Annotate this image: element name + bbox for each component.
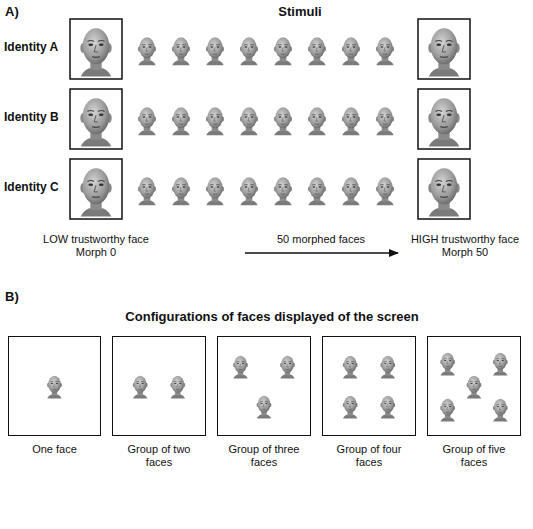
face-frame <box>70 89 122 149</box>
face-image <box>47 376 62 399</box>
face-image <box>274 37 292 65</box>
face-image <box>133 376 148 399</box>
face-image <box>274 177 292 205</box>
face-image <box>280 356 295 379</box>
face-frame <box>418 19 470 79</box>
face-image <box>380 356 395 379</box>
box-caption: Group of three faces <box>221 443 307 469</box>
axis-label: LOW trustworthy face <box>43 233 149 246</box>
face-frame <box>70 159 122 219</box>
box-caption: One face <box>12 443 98 456</box>
face-image <box>274 107 292 135</box>
face-image <box>343 396 358 419</box>
face-image <box>138 37 156 65</box>
face-image <box>376 37 394 65</box>
face-image <box>240 177 258 205</box>
face-image <box>308 177 326 205</box>
face-group <box>47 19 508 422</box>
face-frame <box>70 19 122 79</box>
face-frame <box>418 89 470 149</box>
face-image <box>172 37 190 65</box>
face-image <box>428 98 459 146</box>
panel-heading: Identity A <box>4 41 58 55</box>
face-image <box>257 396 272 419</box>
face-image <box>428 28 459 76</box>
face-image <box>342 107 360 135</box>
face-image <box>308 37 326 65</box>
panel-heading: Configurations of faces displayed of the… <box>125 310 418 325</box>
face-image <box>240 37 258 65</box>
face-image <box>440 399 455 422</box>
face-image <box>343 356 358 379</box>
face-image <box>376 107 394 135</box>
face-image <box>493 353 508 376</box>
morph-arrow <box>245 252 398 254</box>
face-image <box>342 37 360 65</box>
face-image <box>467 376 482 399</box>
face-image <box>170 376 185 399</box>
panel-heading: A) <box>5 5 19 20</box>
face-image <box>206 177 224 205</box>
axis-label: Morph 50 <box>442 246 488 259</box>
face-image <box>380 396 395 419</box>
axis-label: HIGH trustworthy face <box>411 233 519 246</box>
face-image <box>172 107 190 135</box>
face-image <box>240 107 258 135</box>
panel-heading: Identity C <box>4 181 59 195</box>
face-image <box>80 168 111 216</box>
configuration-box: Group of five faces <box>427 336 521 436</box>
face-image <box>206 37 224 65</box>
face-image <box>80 98 111 146</box>
face-image <box>233 356 248 379</box>
face-image <box>172 177 190 205</box>
face-image <box>342 177 360 205</box>
configuration-box: Group of four faces <box>322 336 416 436</box>
box-caption: Group of five faces <box>431 443 517 469</box>
axis-label: Morph 0 <box>76 246 116 259</box>
configuration-box: Group of two faces <box>112 336 206 436</box>
face-image <box>308 107 326 135</box>
face-image <box>440 353 455 376</box>
face-image <box>138 107 156 135</box>
panel-heading: Stimuli <box>278 5 321 20</box>
configuration-box: Group of three faces <box>217 336 311 436</box>
face-image <box>80 28 111 76</box>
axis-label: 50 morphed faces <box>277 233 365 246</box>
box-caption: Group of two faces <box>116 443 202 469</box>
face-image <box>493 399 508 422</box>
face-image <box>138 177 156 205</box>
face-image <box>206 107 224 135</box>
box-caption: Group of four faces <box>326 443 412 469</box>
face-image <box>428 168 459 216</box>
panel-heading: Identity B <box>4 111 59 125</box>
face-frame <box>418 159 470 219</box>
configuration-box: One face <box>8 336 101 436</box>
panel-heading: B) <box>5 290 19 305</box>
face-image <box>376 177 394 205</box>
